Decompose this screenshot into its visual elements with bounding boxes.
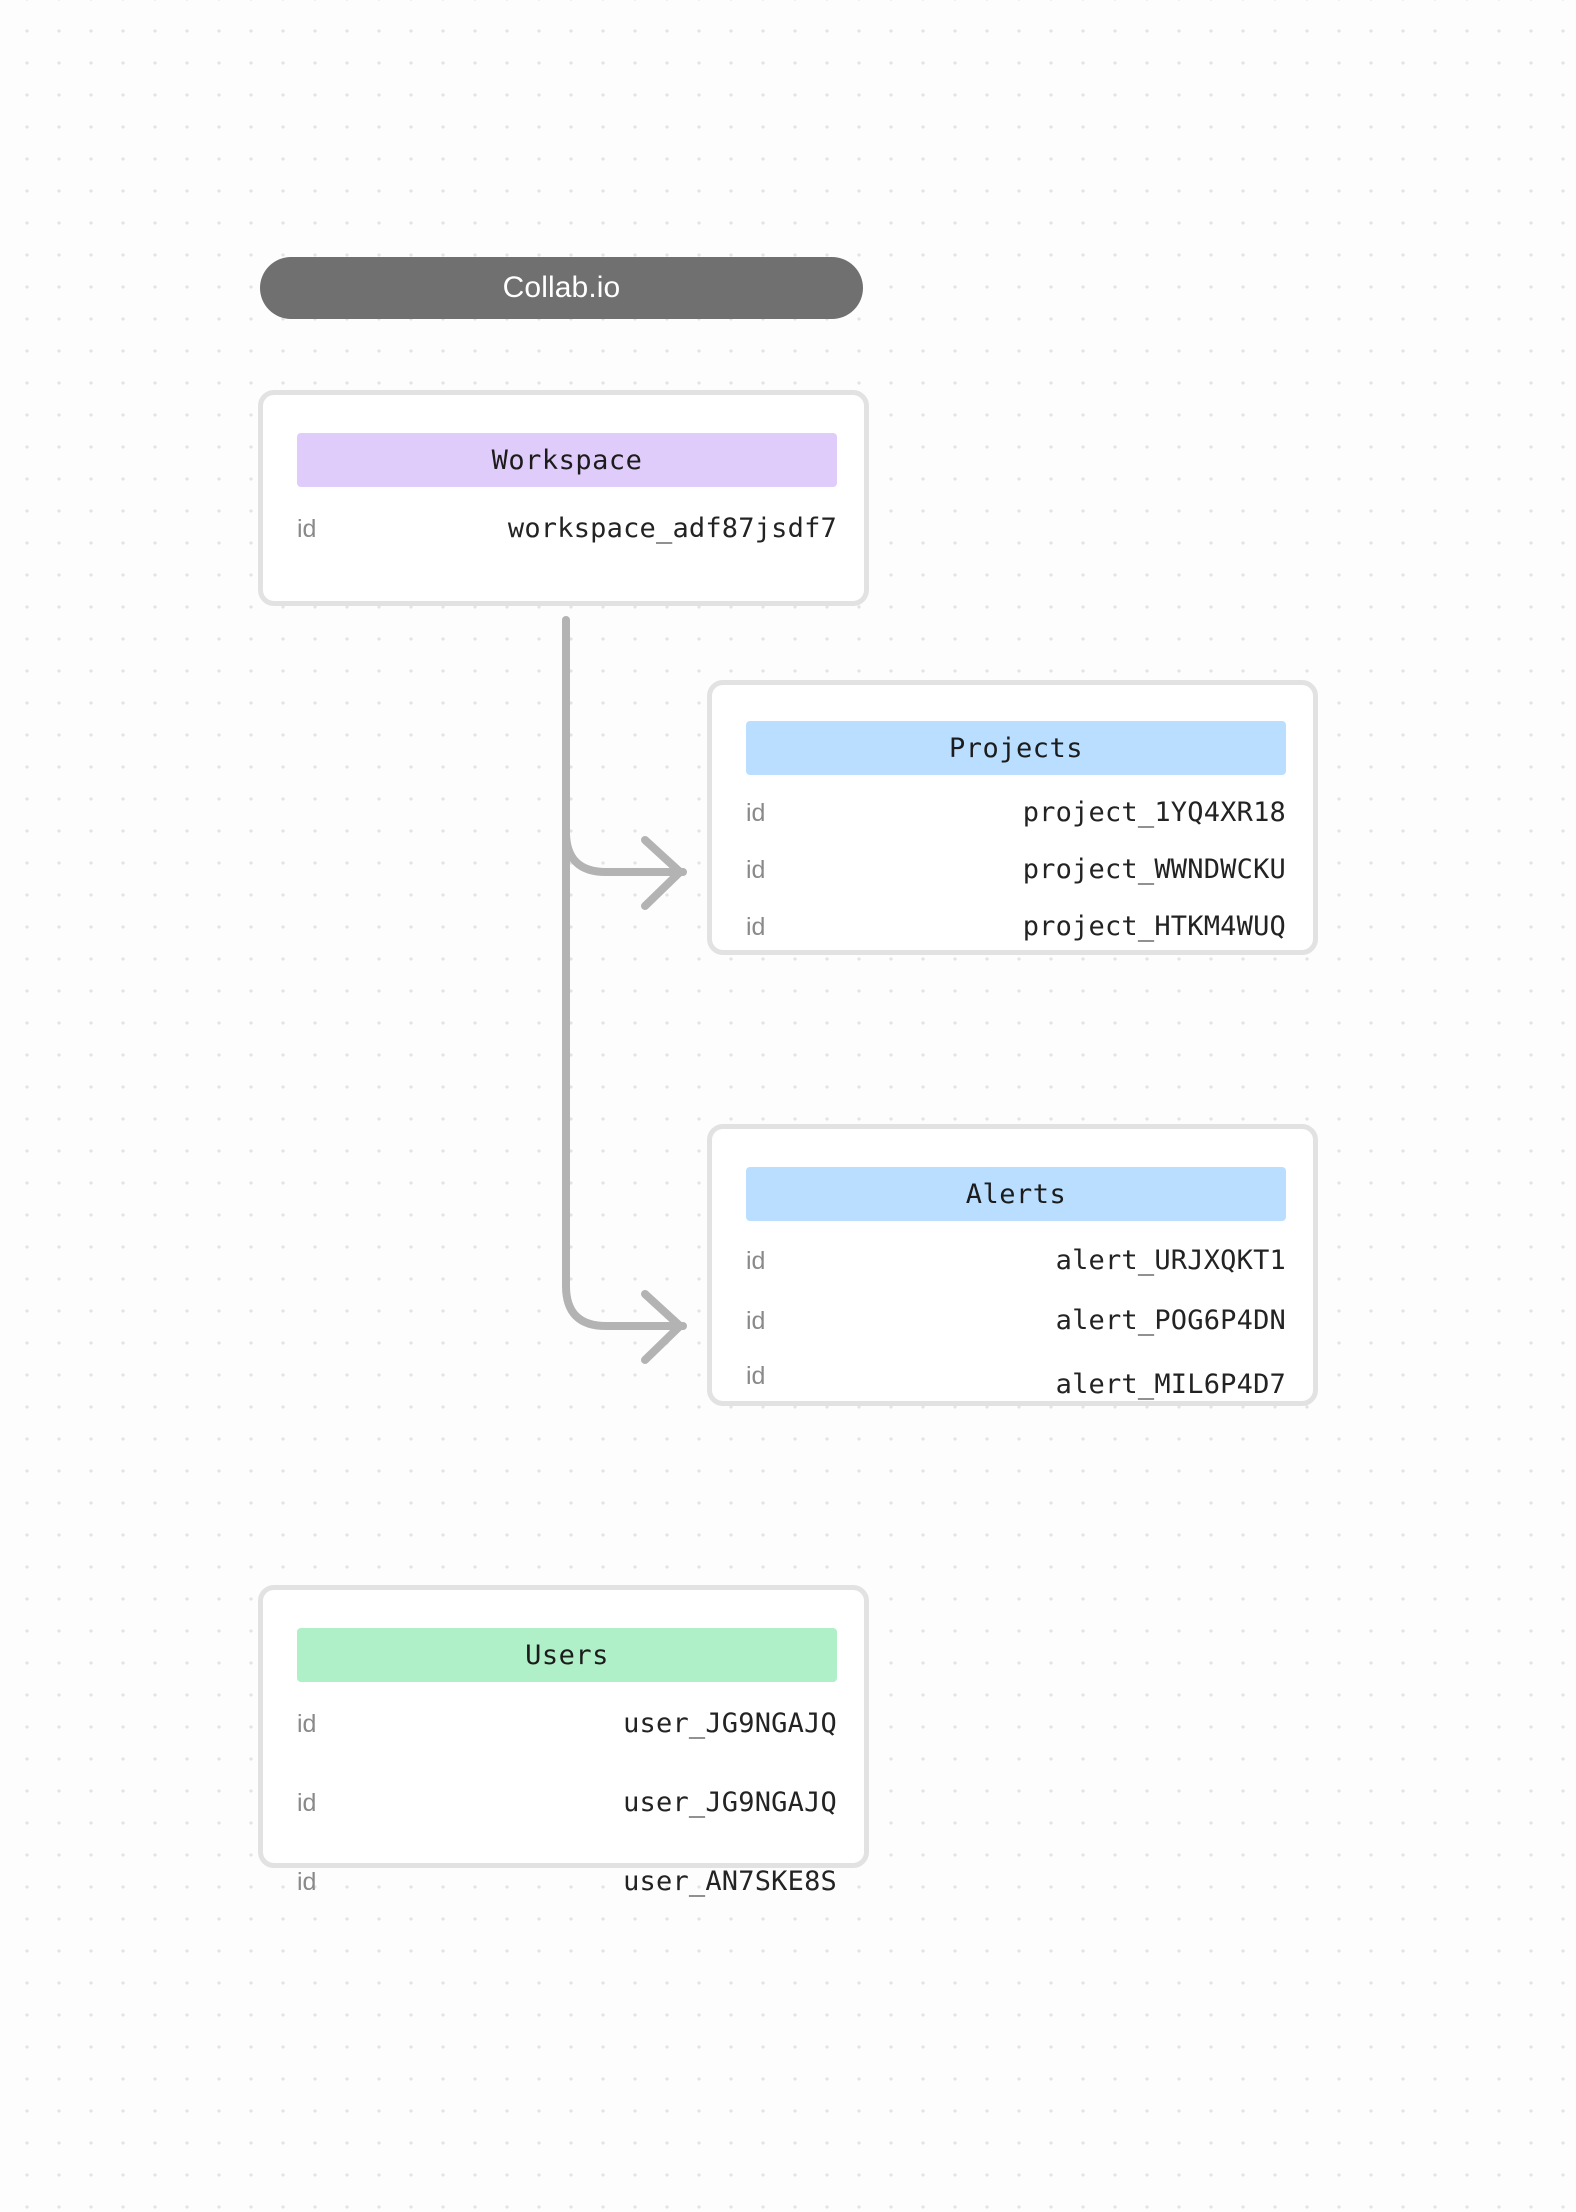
row-key: id xyxy=(746,856,766,884)
diagram-title-label: Collab.io xyxy=(502,271,621,304)
entity-row: id alert_MIL6P4D7 xyxy=(746,1360,1286,1400)
row-key: id xyxy=(297,1789,317,1817)
entity-row: id alert_URJXQKT1 xyxy=(746,1245,1286,1276)
row-value: workspace_adf87jsdf7 xyxy=(507,513,837,544)
diagram-title-pill[interactable]: Collab.io xyxy=(260,257,863,319)
entity-header-projects: Projects xyxy=(746,721,1286,775)
row-value: user_JG9NGAJQ xyxy=(623,1787,837,1818)
entity-row: id user_JG9NGAJQ xyxy=(297,1708,837,1739)
entity-header-label: Alerts xyxy=(965,1178,1067,1210)
entity-header-label: Users xyxy=(525,1639,609,1671)
row-key: id xyxy=(746,913,766,941)
entity-card-users[interactable]: Users id user_JG9NGAJQ id user_JG9NGAJQ … xyxy=(258,1585,869,1897)
entity-header-users: Users xyxy=(297,1628,837,1682)
entity-row: id user_JG9NGAJQ xyxy=(297,1787,837,1818)
entity-row: id alert_POG6P4DN xyxy=(746,1305,1286,1336)
connector-workspace-to-projects xyxy=(562,616,687,1290)
row-value: alert_POG6P4DN xyxy=(1055,1305,1286,1336)
row-key: id xyxy=(746,1247,766,1275)
entity-row: id project_1YQ4XR18 xyxy=(746,797,1286,828)
entity-row: id user_AN7SKE8S xyxy=(297,1866,837,1897)
entity-header-alerts: Alerts xyxy=(746,1167,1286,1221)
entity-header-label: Workspace xyxy=(491,444,643,476)
entity-row: id project_HTKM4WUQ xyxy=(746,911,1286,942)
row-key: id xyxy=(746,799,766,827)
entity-card-alerts[interactable]: Alerts id alert_URJXQKT1 id alert_POG6P4… xyxy=(707,1124,1318,1406)
row-value: project_WWNDWCKU xyxy=(1022,854,1286,885)
entity-row: id workspace_adf87jsdf7 xyxy=(297,513,837,544)
row-value: project_HTKM4WUQ xyxy=(1022,911,1286,942)
entity-card-workspace[interactable]: Workspace id workspace_adf87jsdf7 xyxy=(258,390,869,606)
row-key: id xyxy=(746,1362,766,1390)
row-value: user_JG9NGAJQ xyxy=(623,1708,837,1739)
entity-row: id project_WWNDWCKU xyxy=(746,854,1286,885)
entity-header-label: Projects xyxy=(948,732,1084,764)
row-key: id xyxy=(297,1868,317,1896)
connector-workspace-to-alerts xyxy=(562,1282,687,1364)
row-key: id xyxy=(297,1710,317,1738)
row-value: alert_MIL6P4D7 xyxy=(1055,1369,1286,1400)
row-key: id xyxy=(297,515,317,543)
row-value: user_AN7SKE8S xyxy=(623,1866,837,1897)
row-value: project_1YQ4XR18 xyxy=(1022,797,1286,828)
row-key: id xyxy=(746,1307,766,1335)
entity-card-projects[interactable]: Projects id project_1YQ4XR18 id project_… xyxy=(707,680,1318,955)
entity-header-workspace: Workspace xyxy=(297,433,837,487)
row-value: alert_URJXQKT1 xyxy=(1055,1245,1286,1276)
